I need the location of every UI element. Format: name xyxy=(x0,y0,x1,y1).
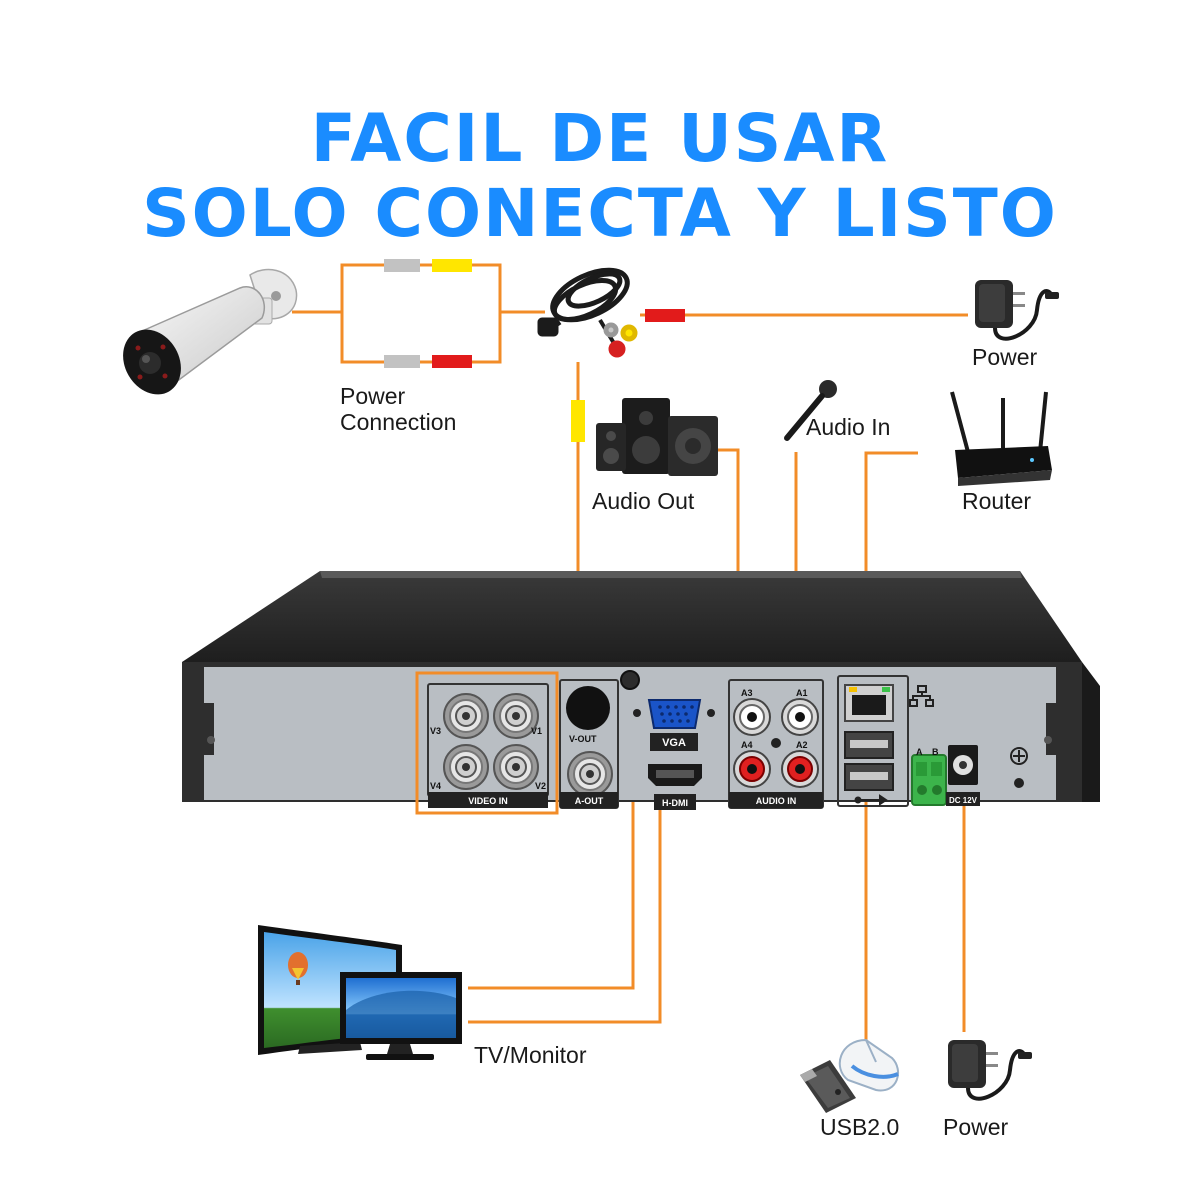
label-audio-out: Audio Out xyxy=(592,488,695,514)
bnc-port-a-out xyxy=(567,751,613,797)
bnc-port-v4 xyxy=(443,744,489,790)
adapter-icon-top xyxy=(973,278,1061,341)
panel-labels: V1 V3 V4 V2 VIDEO IN V-OUT A-OUT VGA H-D… xyxy=(430,688,978,808)
adapter-icon-bottom xyxy=(946,1038,1034,1101)
label-v3: V3 xyxy=(430,726,441,736)
label-video-in: VIDEO IN xyxy=(468,796,508,806)
label-v4: V4 xyxy=(430,781,441,791)
camera-icon xyxy=(123,268,298,395)
wire-power-loop xyxy=(340,263,502,364)
terminal-dc-group xyxy=(911,745,1028,806)
label-hdmi: H-DMI xyxy=(662,798,688,808)
rca-port-a4 xyxy=(733,750,771,788)
wire-vga xyxy=(468,805,662,1024)
wire-hdmi xyxy=(468,800,635,990)
label-router: Router xyxy=(962,488,1032,514)
rca-port-a1 xyxy=(781,698,819,736)
label-audio-in: Audio In xyxy=(806,414,891,440)
label-dc: DC 12V xyxy=(949,796,978,805)
video-audio-out-group xyxy=(559,679,619,809)
label-v2: V2 xyxy=(535,781,546,791)
label-power-connection-line1: Power xyxy=(340,383,406,409)
audio-in-group xyxy=(728,679,824,809)
lan-usb-group xyxy=(837,675,934,807)
label-v1: V1 xyxy=(531,726,542,736)
mouse-icon xyxy=(838,1038,900,1092)
power-connection-plugs xyxy=(384,259,685,442)
label-audio-in-panel: AUDIO IN xyxy=(756,796,797,806)
vga-hdmi-group xyxy=(633,699,715,810)
plug-grey-top xyxy=(384,259,420,272)
label-a2: A2 xyxy=(796,740,808,750)
headline-line-1: FACIL DE USAR xyxy=(310,100,890,177)
label-power-connection: Power Connection xyxy=(340,383,456,435)
tv-icon xyxy=(258,925,462,1060)
rca-port-a3 xyxy=(733,698,771,736)
cable-icon xyxy=(537,267,638,358)
router-icon xyxy=(950,391,1052,486)
label-usb: USB2.0 xyxy=(820,1114,900,1140)
bnc-port-v3 xyxy=(443,693,489,739)
label-a-out: A-OUT xyxy=(575,796,604,806)
label-a3: A3 xyxy=(741,688,753,698)
label-v-out: V-OUT xyxy=(569,734,597,744)
microphone-icon xyxy=(784,380,837,441)
label-rs485-b: B xyxy=(932,747,939,757)
label-power-connection-line2: Connection xyxy=(340,409,457,435)
label-power-top: Power xyxy=(972,344,1038,370)
label-vga: VGA xyxy=(662,737,686,749)
label-rs485-a: A xyxy=(916,747,923,757)
plug-grey-bottom xyxy=(384,355,420,368)
network-icon xyxy=(909,685,934,707)
usb-symbol-icon xyxy=(854,794,888,806)
video-in-group xyxy=(415,671,559,815)
usb-drive-icon xyxy=(800,1060,856,1113)
label-a4: A4 xyxy=(741,740,753,750)
label-a1: A1 xyxy=(796,688,808,698)
plug-yellow-top xyxy=(432,259,472,272)
label-tv-monitor: TV/Monitor xyxy=(474,1042,587,1068)
bnc-port-v2 xyxy=(493,744,539,790)
plug-red-power xyxy=(645,309,685,322)
plug-yellow-video xyxy=(571,400,585,442)
label-power-bottom: Power xyxy=(943,1114,1009,1140)
speaker-icon xyxy=(596,398,718,476)
headline-line-2: SOLO CONECTA Y LISTO xyxy=(142,175,1058,252)
plug-red-bottom xyxy=(432,355,472,368)
rca-port-a2 xyxy=(781,750,819,788)
